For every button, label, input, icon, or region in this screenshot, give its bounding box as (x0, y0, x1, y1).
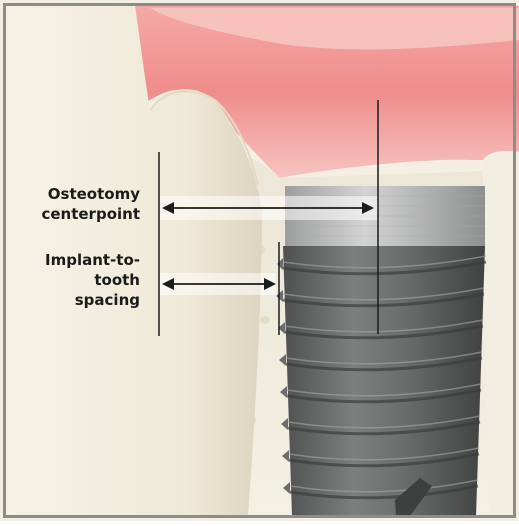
osteotomy-centerpoint-label: Osteotomy centerpoint (6, 184, 140, 224)
implant-to-tooth-spacing-label: Implant-to- tooth spacing (6, 250, 140, 310)
implant-body (283, 246, 485, 516)
